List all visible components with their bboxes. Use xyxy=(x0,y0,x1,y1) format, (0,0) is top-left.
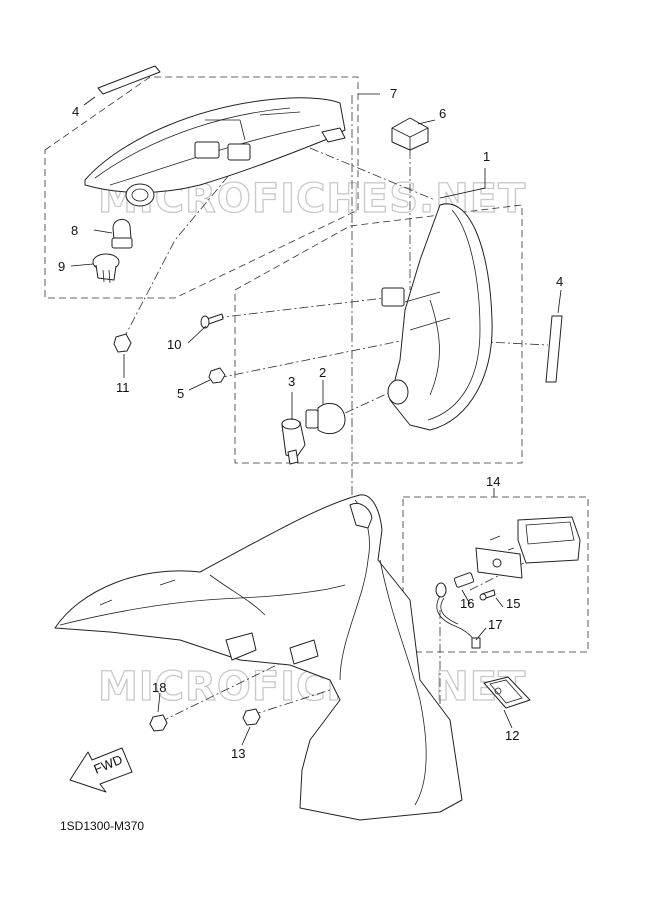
fwd-arrow: FWD xyxy=(69,747,133,793)
callout-1: 1 xyxy=(483,149,490,164)
callout-16: 16 xyxy=(460,596,474,611)
license-light-lens-part-12 xyxy=(483,676,531,709)
assembly-line-bulb xyxy=(329,389,396,421)
callout-2: 2 xyxy=(319,365,326,380)
callout-13: 13 xyxy=(231,746,245,761)
socket-part-16 xyxy=(435,572,475,598)
assembly-line-11 xyxy=(122,149,251,341)
socket-part-3 xyxy=(281,418,306,465)
callout-15: 15 xyxy=(506,596,520,611)
assembly-line-5 xyxy=(217,334,431,379)
rear-fender xyxy=(54,494,463,821)
nut-part-18 xyxy=(149,714,168,732)
diagram-code: 1SD1300-M370 xyxy=(60,819,144,833)
wire-harness-part-17 xyxy=(436,595,481,649)
assembly-line-13 xyxy=(251,689,331,716)
callout-8: 8 xyxy=(71,223,78,238)
callout-17: 17 xyxy=(488,617,502,632)
license-light-base xyxy=(475,535,523,579)
callout-4a: 4 xyxy=(72,104,79,119)
callout-3: 3 xyxy=(288,374,295,389)
callout-4b: 4 xyxy=(556,274,563,289)
tail-light-housing-part-7 xyxy=(84,97,346,207)
callout-7: 7 xyxy=(390,86,397,101)
callout-5: 5 xyxy=(177,386,184,401)
socket-part-9 xyxy=(92,253,120,284)
screw-part-15 xyxy=(479,589,496,601)
assembly-line-10 xyxy=(214,297,386,319)
callout-11: 11 xyxy=(116,380,130,395)
callout-14: 14 xyxy=(486,474,500,489)
screw-part-10 xyxy=(200,313,224,329)
nut-part-5 xyxy=(208,367,226,384)
bulb-part-2 xyxy=(305,402,346,435)
nut-part-13 xyxy=(242,708,261,726)
reflector-strip-part-4a xyxy=(97,65,161,95)
license-light-lens-housing xyxy=(517,516,581,564)
callout-18: 18 xyxy=(152,680,166,695)
nut-part-11 xyxy=(113,333,132,353)
callout-9: 9 xyxy=(58,259,65,274)
assembly-line-bracket xyxy=(309,147,436,201)
group-box-1 xyxy=(234,204,523,464)
group-box-7 xyxy=(44,76,359,299)
reflector-strip-part-4b xyxy=(545,315,563,383)
callout-6: 6 xyxy=(439,106,446,121)
callout-12: 12 xyxy=(505,728,519,743)
bulb-part-8 xyxy=(111,219,133,249)
callout-10: 10 xyxy=(167,337,181,352)
cushion-part-6 xyxy=(391,117,429,151)
leader-lines xyxy=(70,93,562,746)
turn-signal-assembly-part-1 xyxy=(381,203,493,431)
